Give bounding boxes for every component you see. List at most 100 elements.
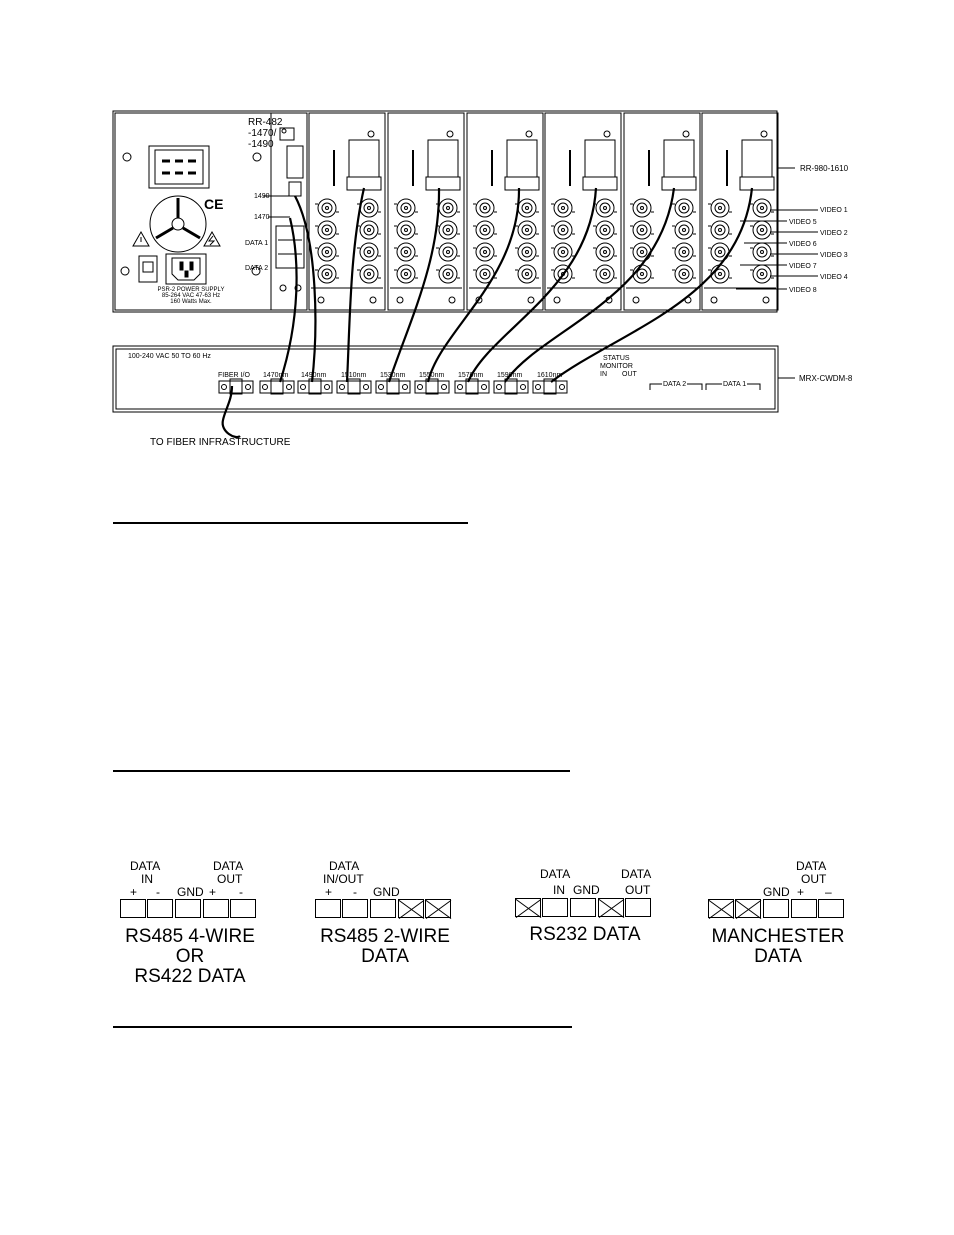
- bnc-connector: [475, 242, 495, 262]
- bnc-connector: [595, 198, 615, 218]
- wl-label-1590: 1590nm: [497, 372, 523, 379]
- minus-label: –: [825, 885, 832, 899]
- bnc-connector: [595, 264, 615, 284]
- rr980-label: RR-980-1610: [800, 164, 849, 173]
- fiber-cable-1530: [387, 187, 441, 383]
- bnc-connector: [553, 198, 573, 218]
- bnc-connector: [553, 264, 573, 284]
- terminal-cell-unused: [708, 899, 734, 918]
- terminal-cell-unused: [515, 898, 541, 917]
- gnd-label: GND: [177, 885, 204, 899]
- port-1490-label: 1490: [254, 193, 270, 200]
- bnc-connector: [317, 242, 337, 262]
- fan-icon: [149, 195, 207, 253]
- bnc-connector: [359, 242, 379, 262]
- bnc-connector: [396, 242, 416, 262]
- fiber-cable-infrastructure: [221, 385, 241, 439]
- fiber-io-label: FIBER I/O: [218, 372, 250, 379]
- terminal-cell: [763, 899, 789, 918]
- bnc-connector: [317, 220, 337, 240]
- section-rule-1: [113, 522, 468, 524]
- rr980-card: [544, 112, 622, 311]
- in-out-label: IN/OUT: [323, 872, 364, 886]
- section-rule-3: [113, 1026, 572, 1028]
- rr482-label: RR-482 -1470/ -1490: [248, 117, 282, 150]
- bnc-connector: [674, 242, 694, 262]
- caption-line1: RS485 2-WIRE: [320, 926, 450, 947]
- fiber-cable-1470: [278, 217, 298, 383]
- manchester-diagram: GND DATA OUT + – MANCHESTER DATA: [708, 860, 858, 970]
- section-rule-2: [113, 770, 570, 772]
- bnc-connector: [710, 198, 730, 218]
- fiber-cable-1510: [345, 187, 366, 383]
- bnc-connector: [475, 220, 495, 240]
- data-out-label: DATA: [213, 859, 244, 873]
- wl-label-1530: 1530nm: [380, 372, 406, 379]
- video-label-4: VIDEO 4: [820, 274, 848, 281]
- minus-in-label: -: [156, 885, 160, 899]
- rr482-data2-label: DATA 2: [245, 265, 269, 272]
- wavelength-port: [297, 378, 333, 395]
- terminal-cell: [230, 899, 256, 918]
- gnd-label: GND: [573, 883, 600, 897]
- bnc-connector: [438, 198, 458, 218]
- in-label: IN: [553, 883, 565, 897]
- psu-rating: 85-264 VAC 47-63 Hz: [162, 293, 220, 299]
- data-out-label: DATA: [796, 859, 827, 873]
- data-in-label: DATA: [540, 867, 571, 881]
- wl-label-1470: 1470nm: [263, 372, 289, 379]
- terminal-cell: [370, 899, 396, 918]
- out-label: OUT: [625, 883, 651, 897]
- terminal-block: [708, 899, 848, 918]
- fiber-infrastructure-label: TO FIBER INFRASTRUCTURE: [150, 437, 291, 448]
- bnc-connector: [632, 264, 652, 284]
- fiber-cable-1490: [294, 195, 317, 383]
- terminal-cell: [147, 899, 173, 918]
- wavelength-port: [375, 378, 411, 395]
- iec-inlet-icon: [165, 253, 207, 285]
- video-label-7: VIDEO 7: [789, 263, 817, 270]
- status-in-label: IN: [600, 371, 607, 378]
- data-in-label: DATA: [130, 859, 161, 873]
- gnd-label: GND: [373, 885, 400, 899]
- bnc-connector: [517, 242, 537, 262]
- bnc-connector: [632, 220, 652, 240]
- rack-frame: [112, 110, 778, 313]
- wl-label-1610: 1610nm: [537, 372, 563, 379]
- plus-in-label: +: [130, 885, 138, 899]
- wl-label-1550: 1550nm: [419, 372, 445, 379]
- bnc-connector: [359, 264, 379, 284]
- bnc-connector: [317, 264, 337, 284]
- bnc-connector: [438, 220, 458, 240]
- terminal-cell: [203, 899, 229, 918]
- wl-label-1570: 1570nm: [458, 372, 484, 379]
- minus-label: -: [353, 885, 357, 899]
- fiber-cable-1570: [466, 187, 598, 383]
- terminal-cell: [315, 899, 341, 918]
- caption-line2: DATA: [361, 946, 409, 967]
- out-label: OUT: [217, 872, 243, 886]
- terminal-cell: [542, 898, 568, 917]
- bnc-connector: [752, 198, 772, 218]
- gnd-label: GND: [763, 885, 790, 899]
- in-label: IN: [141, 872, 153, 886]
- bnc-connector: [438, 242, 458, 262]
- mux-supply-label: 100-240 VAC 50 TO 60 Hz: [128, 353, 211, 360]
- terminal-cell-unused: [735, 899, 761, 918]
- wavelength-port: [414, 378, 450, 395]
- rr980-card: [308, 112, 386, 311]
- terminal-cell-unused: [398, 899, 424, 918]
- bnc-connector: [396, 220, 416, 240]
- bnc-connector: [752, 264, 772, 284]
- wavelength-port: [454, 378, 490, 395]
- terminal-cell-unused: [425, 899, 451, 918]
- rr980-card: [623, 112, 701, 311]
- terminal-cell: [120, 899, 146, 918]
- out-label: OUT: [801, 872, 827, 886]
- wavelength-port: [259, 378, 295, 395]
- bnc-connector: [517, 220, 537, 240]
- bnc-connector: [359, 198, 379, 218]
- plus-label: +: [797, 885, 805, 899]
- terminal-cell: [818, 899, 844, 918]
- caption-line1: RS485 4-WIRE: [125, 926, 255, 947]
